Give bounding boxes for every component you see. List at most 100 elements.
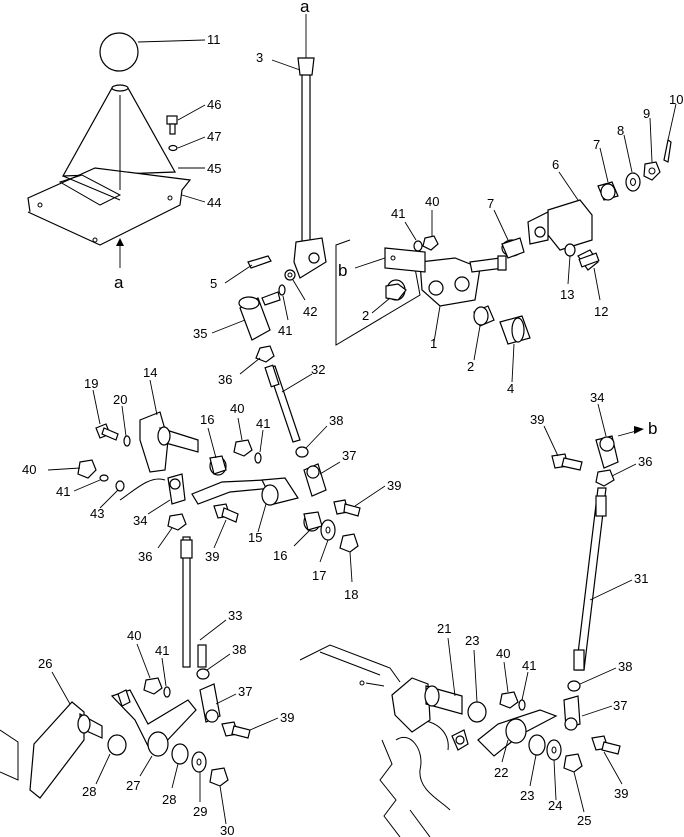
callout-30: 30 <box>220 823 234 837</box>
callout-40-lower-right: 40 <box>496 646 510 661</box>
rod-end-37-lower-right <box>563 695 613 731</box>
bolt-39-lower <box>221 717 279 739</box>
lever-35 <box>211 291 281 341</box>
washer-38-lower-right <box>567 667 617 692</box>
callout-28-right: 28 <box>162 792 176 807</box>
callout-38-lower-right: 38 <box>618 659 632 674</box>
washer-20 <box>121 405 131 447</box>
callout-31: 31 <box>634 571 648 586</box>
callout-24: 24 <box>548 798 562 813</box>
nut-40-mid <box>233 417 253 457</box>
lever-15 <box>191 477 299 533</box>
bushing-7-mid <box>493 209 525 259</box>
bracket-14 <box>139 379 199 473</box>
callout-18: 18 <box>344 587 358 602</box>
nut-40-lower-right <box>499 661 519 709</box>
washer-41-lower <box>161 657 171 698</box>
callout-45: 45 <box>207 161 221 176</box>
callout-41-lower-right: 41 <box>522 658 536 673</box>
nut-30 <box>209 767 229 825</box>
callout-38-mid: 38 <box>329 413 343 428</box>
boot-assembly <box>27 84 206 268</box>
callout-40-mid: 40 <box>230 401 244 416</box>
callout-37-mid: 37 <box>342 448 356 463</box>
washer-38-lower <box>196 653 231 680</box>
bolt-12 <box>577 249 601 301</box>
callout-5: 5 <box>210 276 217 291</box>
washer-41-mid <box>254 429 264 464</box>
rod-end-37-mid <box>303 461 341 497</box>
rod-32 <box>264 364 313 443</box>
callout-36-right: 36 <box>638 454 652 469</box>
nut-40-lower <box>136 643 163 695</box>
block-6 <box>527 171 593 251</box>
callout-47: 47 <box>207 129 221 144</box>
pin-5 <box>224 255 272 284</box>
callout-23-lower: 23 <box>520 788 534 803</box>
callout-14: 14 <box>143 365 157 380</box>
callout-39-left: 39 <box>205 549 219 564</box>
callout-26: 26 <box>38 656 52 671</box>
callout-21: 21 <box>437 621 451 636</box>
nut-25 <box>563 753 585 813</box>
callout-8: 8 <box>617 123 624 138</box>
callout-3: 3 <box>256 50 263 65</box>
bolt-39-left <box>213 503 239 549</box>
callout-37-lower-right: 37 <box>613 698 627 713</box>
callout-29: 29 <box>193 804 207 819</box>
shift-knob <box>99 32 206 72</box>
callout-27: 27 <box>126 778 140 793</box>
connector-b-right: b <box>648 419 657 438</box>
callout-7-right: 7 <box>593 137 600 152</box>
nut-40-left <box>47 459 97 479</box>
callout-39-mid: 39 <box>387 478 401 493</box>
bolt-19 <box>92 389 119 441</box>
bracket-26 <box>0 671 103 799</box>
nut-42 <box>284 269 306 301</box>
callout-39-lower-right: 39 <box>614 786 628 801</box>
bushing-2-left <box>371 279 407 314</box>
bushing-28-left <box>95 734 127 785</box>
washer-41-top <box>404 221 423 252</box>
bushing-7-right <box>597 147 619 201</box>
nut-36-top <box>239 345 275 375</box>
callout-41-top: 41 <box>391 206 405 221</box>
callout-44: 44 <box>207 195 221 210</box>
bolt-39-lower-right <box>591 735 623 785</box>
callout-13: 13 <box>560 287 574 302</box>
bracket-1 <box>419 255 507 343</box>
callout-12: 12 <box>594 304 608 319</box>
bushing-2-right <box>473 305 495 361</box>
connector-b-left: b <box>338 261 347 280</box>
bushing-23-lower <box>528 734 546 787</box>
callout-39-lower: 39 <box>280 710 294 725</box>
washer-13 <box>564 243 576 285</box>
bolt-46 <box>166 104 206 135</box>
callout-22: 22 <box>494 765 508 780</box>
callout-25: 25 <box>577 813 591 828</box>
callout-11: 11 <box>207 32 221 47</box>
callout-46: 46 <box>207 97 221 112</box>
rod-31 <box>573 487 633 671</box>
washer-41-left <box>73 474 109 492</box>
shift-lever <box>271 14 327 279</box>
callout-42: 42 <box>303 304 317 319</box>
callout-34-left: 34 <box>133 513 147 528</box>
nut-9 <box>643 117 661 181</box>
rod-end-37-lower <box>199 683 237 723</box>
bolt-39-right <box>543 425 583 471</box>
callout-40-left: 40 <box>22 462 36 477</box>
connector-a-bottom: a <box>114 273 124 292</box>
callout-36-left: 36 <box>138 549 152 564</box>
callout-labels: 11 3 46 47 45 44 10 9 8 7 6 40 41 7 5 42… <box>22 0 683 837</box>
callout-41-left: 41 <box>56 484 70 499</box>
nut-40-top <box>422 210 439 251</box>
callout-28-left: 28 <box>82 784 96 799</box>
callout-17: 17 <box>312 568 326 583</box>
washer-41-lever <box>278 284 289 321</box>
callout-38-lower: 38 <box>232 642 246 657</box>
washer-47 <box>168 136 206 152</box>
callout-23-upper: 23 <box>465 633 479 648</box>
